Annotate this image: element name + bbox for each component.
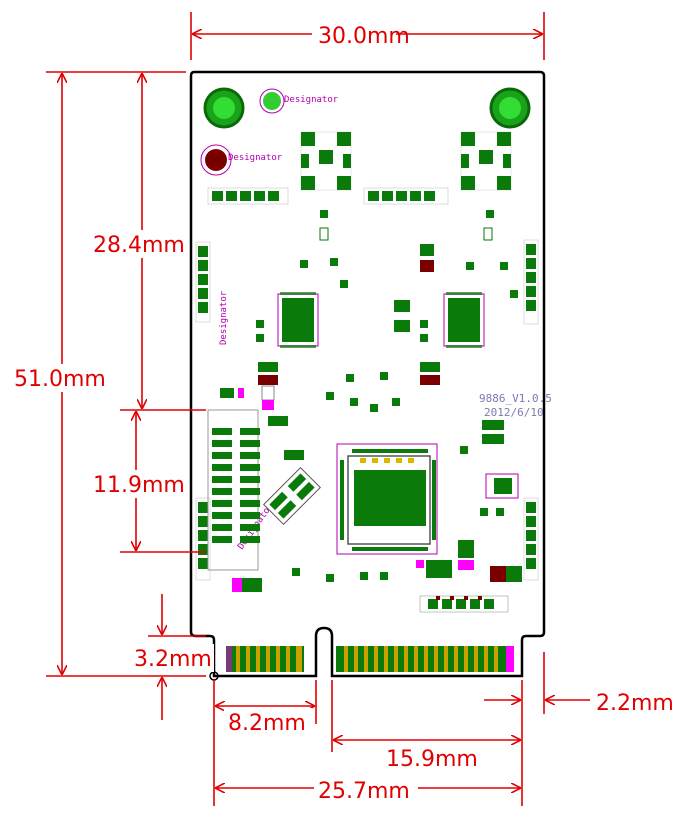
edge-fingers-left [226,646,304,672]
small-hole-green [259,88,285,114]
dim-edge-width-label: 25.7mm [318,779,410,804]
board-outline [189,70,546,678]
antenna-connector-right [460,131,512,191]
rf-chip-left [277,292,319,348]
side-header-left-low [195,497,211,581]
dim-key-right-label: 15.9mm [386,747,478,772]
main-processor [336,443,438,555]
side-header-right-low [523,497,539,581]
dim-key-left-label: 8.2mm [228,711,306,736]
edge-fingers-right [336,646,514,672]
side-header-right [523,239,539,325]
header-strip-top-mid [363,187,449,205]
designator-label-2: Designator [228,153,283,163]
dim-height-total-label: 51.0mm [14,367,106,392]
capacitor-red-top [420,244,434,272]
dimension-labels: 30.0mm 51.0mm 28.4mm 11.9mm 3.2mm 8.2mm … [14,22,674,804]
dim-mid-height-label: 11.9mm [93,473,185,498]
mounting-holes [200,87,531,176]
dim-edge-inset-label: 2.2mm [596,691,674,716]
capacitor-red-right [420,362,440,385]
capacitor-red-left [258,362,278,385]
components [195,131,539,681]
small-hole-dark [200,144,232,176]
rf-chip-right [443,292,485,348]
crystal-rotated [263,467,321,525]
designator-label-3: Designator [219,290,229,345]
connector-left-column [207,409,260,571]
designator-label-1: Designator [284,95,339,105]
dim-width-top-label: 30.0mm [318,24,410,49]
small-parts [220,210,522,592]
dim-notch-offset-label: 3.2mm [134,647,212,672]
dim-upper-height-label: 28.4mm [93,233,185,258]
bottom-component-row [419,595,509,613]
version-label: 9886_V1.0.5 [479,392,552,405]
date-label: 2012/6/10 [484,406,544,419]
antenna-connector-left [300,131,352,191]
inductor-left [394,300,410,332]
header-strip-top-left [207,187,289,205]
side-header-left [195,241,211,323]
